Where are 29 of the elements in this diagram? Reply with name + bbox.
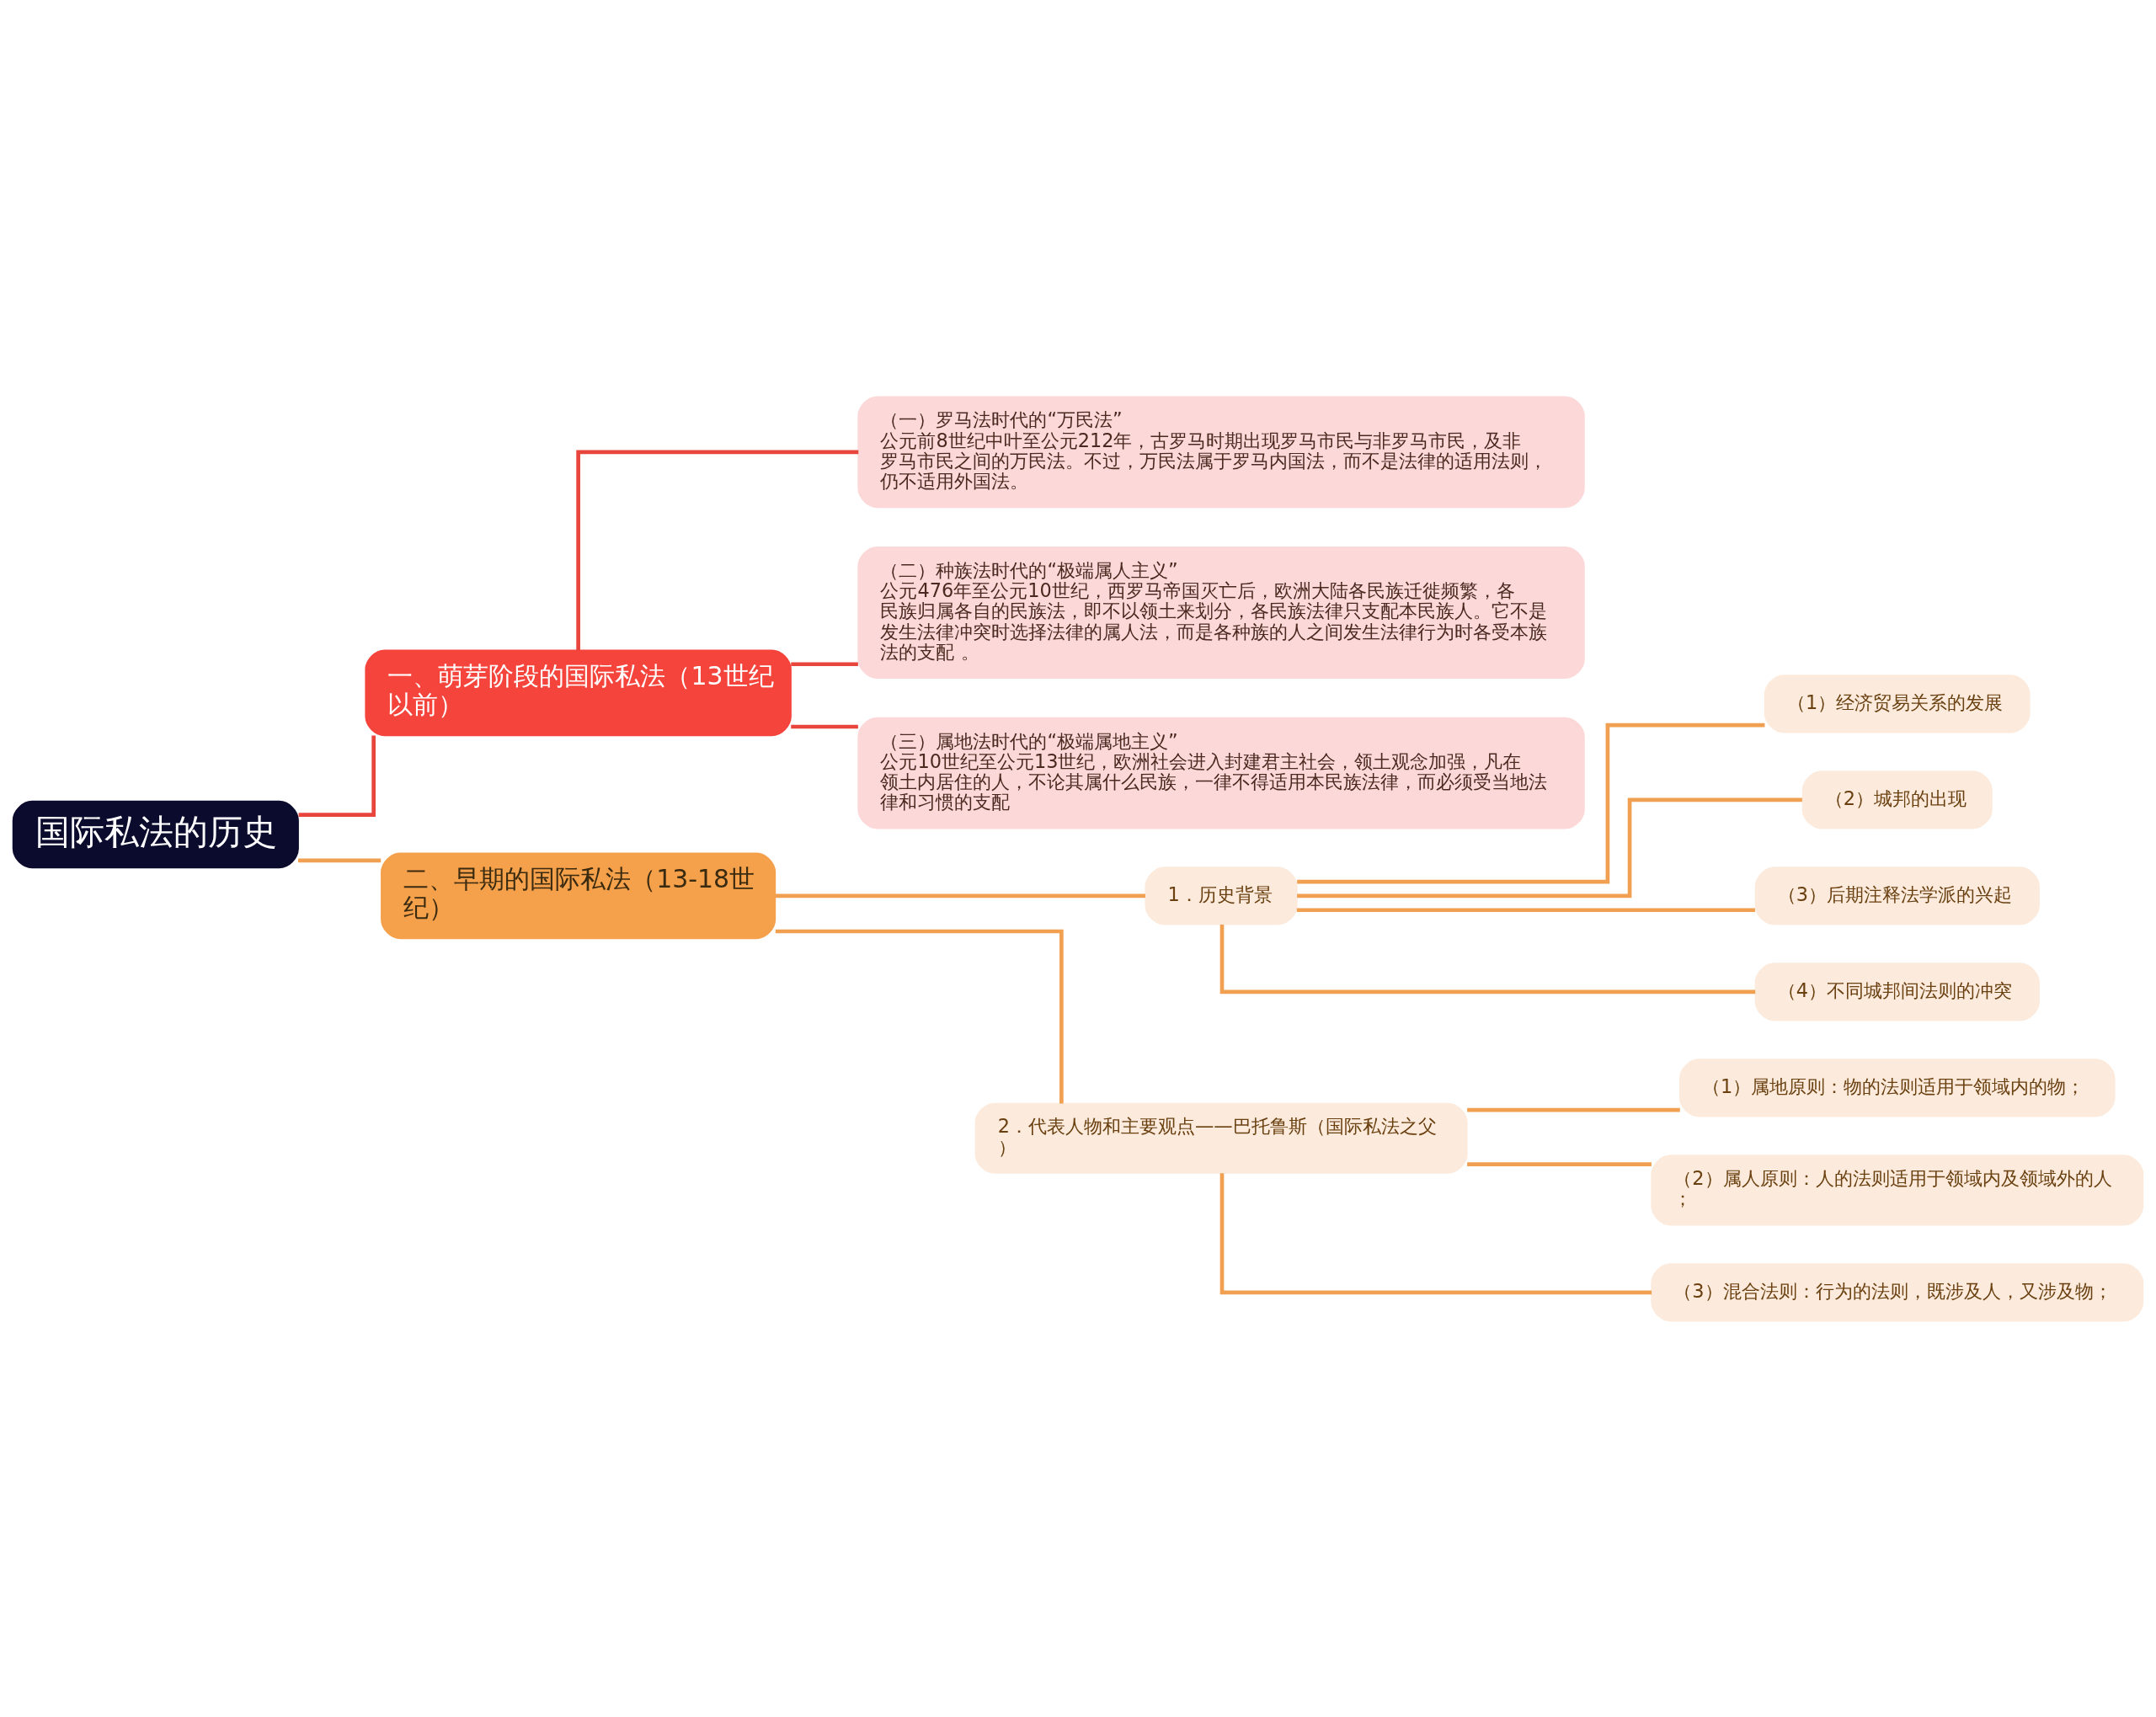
node-box: 二、早期的国际私法（13-18世纪） <box>381 852 776 939</box>
node-box: （一）罗马法时代的“万民法” 公元前8世纪中叶至公元212年，古罗马时期出现罗马市民与非罗马市民，及非罗马市民之间的万民法。不过，万民法属于罗马内国法，而不是法律的适用法则，仍不适用外国法。 <box>857 396 1585 508</box>
connector <box>791 724 858 728</box>
node-box: 国际私法的历史 <box>12 800 299 868</box>
node-box: （二）种族法时代的“极端属人主义” 公元476年至公元10世纪，西罗马帝国灭亡后，欧洲大陆各民族迁徙频繁，各民族归属各自的民族法，即不以领土来划分，各民族法律只支配本民族人。它不是发生法律冲突时选择法律的属人法，而是各种族的人之间发生法律行为时各受本族法的支配 。 <box>857 546 1585 679</box>
connector <box>1219 1172 1652 1294</box>
connector <box>775 929 1064 1104</box>
connector <box>576 450 859 650</box>
connector <box>1219 924 1756 994</box>
node-box: （2）城邦的出现 <box>1801 770 1993 829</box>
connector <box>298 735 376 817</box>
node-box: 一、萌芽阶段的国际私法（13世纪以前） <box>365 648 792 736</box>
node-box: （三）属地法时代的“极端属地主义” 公元10世纪至公元13世纪，欧洲社会进入封建君主社会，领土观念加强，凡在领土内居住的人，不论其属什么民族，一律不得适用本民族法律，而必须受当地法律和习惯的支配 <box>857 717 1585 829</box>
connector <box>775 893 1145 898</box>
node-box: （4）不同城邦间法则的冲突 <box>1754 962 2040 1021</box>
connector <box>1297 797 1802 898</box>
node-box: （1）经济贸易关系的发展 <box>1764 674 2031 733</box>
connector <box>1297 723 1765 883</box>
node-box: （2）属人原则：人的法则适用于领域内及领域外的人； <box>1651 1154 2144 1225</box>
node-box: （1）属地原则：物的法则适用于领域内的物； <box>1678 1058 2116 1117</box>
node-box: （3）混合法则：行为的法则，既涉及人，又涉及物； <box>1651 1262 2144 1321</box>
node-box: 1．历史背景 <box>1145 866 1298 925</box>
connector <box>1467 1161 1652 1166</box>
connector <box>791 661 858 666</box>
connector <box>298 858 382 862</box>
node-box: （3）后期注释法学派的兴起 <box>1754 866 2040 925</box>
node-box: 2．代表人物和主要观点——巴托鲁斯（国际私法之父） <box>974 1102 1468 1174</box>
connector <box>1296 907 1755 912</box>
connector <box>1467 1107 1680 1112</box>
